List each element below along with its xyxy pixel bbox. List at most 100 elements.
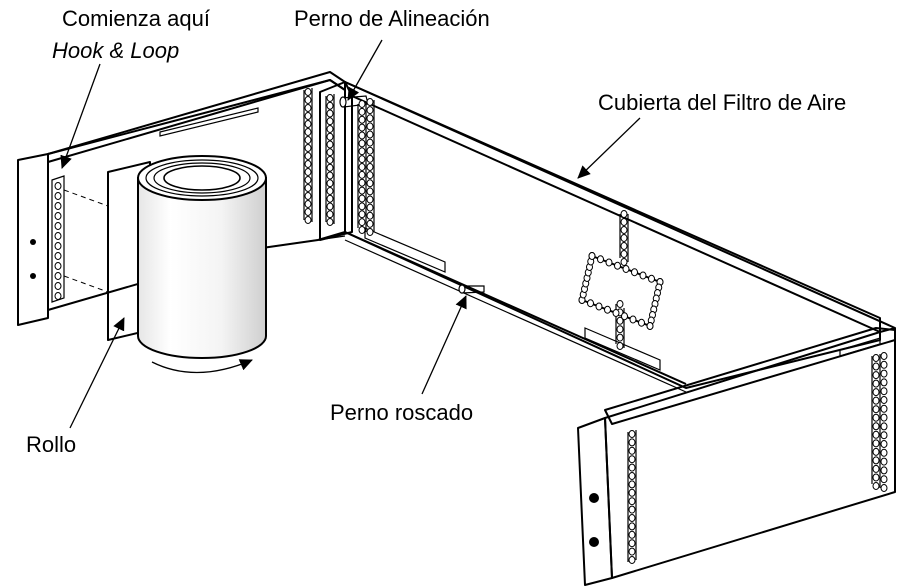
perforation-hole	[587, 299, 594, 308]
perforation-hole	[366, 219, 374, 228]
perforation-hole	[620, 234, 628, 242]
perforation-hole	[304, 96, 312, 104]
back-wall-top-lip	[351, 95, 881, 333]
roll-body	[137, 177, 267, 359]
perforation-hole	[54, 212, 62, 220]
perforation-hole	[304, 168, 312, 176]
perforation-hole	[366, 98, 374, 106]
leader-roll	[69, 317, 125, 429]
perforation-hole	[358, 210, 366, 219]
perforation-hole	[872, 405, 880, 414]
label-alignment-pin: Perno de Alineación	[294, 6, 490, 31]
perforation-hole	[612, 309, 620, 317]
perforation-hole	[620, 250, 628, 258]
perforation-hole	[872, 379, 880, 388]
perforation-hole	[358, 147, 366, 156]
perforation-hole	[872, 388, 880, 397]
perforation-hole	[628, 497, 636, 506]
perforation-hole	[880, 369, 888, 378]
perforation-hole	[366, 138, 374, 147]
perforation-hole	[366, 171, 374, 180]
perforation-hole	[358, 139, 366, 148]
perforation-hole	[880, 422, 888, 431]
label-threaded-pin: Perno roscado	[330, 400, 473, 425]
perforation-hole	[872, 456, 880, 465]
corner-post	[319, 81, 353, 241]
perforation-hole	[358, 170, 366, 179]
label-filter-cover: Cubierta del Filtro de Aire	[598, 90, 846, 115]
perforation-hole	[872, 362, 880, 371]
perforation-hole	[620, 210, 628, 218]
perforation-hole	[358, 186, 366, 195]
perforation-hole	[872, 473, 880, 482]
perforation-hole	[628, 547, 636, 556]
filter-enclosure	[17, 71, 896, 586]
perforation-hole	[358, 123, 366, 132]
right-flange-hole	[589, 493, 599, 503]
perforation-hole	[597, 255, 604, 264]
perforation-hole	[880, 378, 888, 387]
perforation-hole	[304, 128, 312, 136]
perforation-hole	[304, 192, 312, 200]
perforation-hole	[366, 203, 374, 212]
perforation-hole	[326, 194, 334, 203]
perforation-hole	[326, 202, 334, 211]
perforation-hole	[358, 202, 366, 211]
perforation-hole	[326, 132, 334, 141]
perforation-hole	[54, 222, 62, 230]
perforation-hole	[304, 104, 312, 112]
perforation-hole	[872, 396, 880, 405]
perforation-hole	[366, 163, 374, 171]
perforation-hole	[628, 430, 636, 438]
perforation-hole	[326, 117, 334, 126]
rotation-arrow	[151, 359, 253, 374]
perforation-hole	[880, 457, 888, 466]
perforation-hole	[366, 122, 374, 131]
perforation-hole	[358, 107, 366, 116]
perforation-hole	[616, 333, 624, 342]
perforation-hole	[326, 163, 334, 172]
back-wall-bottom-edge	[344, 239, 687, 393]
perforation-hole	[54, 292, 62, 300]
perforation-hole	[326, 218, 334, 226]
leader-threaded-pin	[421, 295, 467, 395]
left-flange-hole	[30, 273, 36, 279]
perforation-hole	[628, 522, 636, 531]
perforation-hole	[880, 396, 888, 404]
perforation-hole	[620, 218, 628, 226]
perforation-hole	[326, 125, 334, 133]
perforation-hole	[358, 226, 366, 234]
perforation-hole	[326, 94, 334, 102]
perforation-hole	[304, 152, 312, 160]
perforation-hole	[880, 431, 888, 440]
perforation-hole	[628, 446, 636, 455]
perforation-hole	[872, 413, 880, 422]
leader-filter-cover	[577, 117, 641, 179]
perforation-hole	[358, 163, 366, 171]
filter-roll	[63, 155, 267, 374]
perforation-hole	[358, 178, 366, 187]
perforation-hole	[366, 187, 374, 196]
perforation-hole	[628, 463, 636, 472]
perforation-hole	[54, 202, 62, 210]
perforation-hole	[628, 505, 636, 514]
perforation-hole	[872, 482, 880, 490]
perforation-hole	[358, 218, 366, 227]
perforation-hole	[616, 316, 624, 325]
perforation-hole	[628, 539, 636, 548]
right-wall-top-lip	[604, 327, 896, 425]
back-wall-top-lip	[344, 81, 896, 329]
left-wall-slot	[159, 107, 259, 137]
perforation-hole	[646, 322, 654, 330]
right-perforation-column	[871, 354, 881, 488]
right-flange	[577, 417, 613, 586]
perforation-hole	[304, 160, 312, 168]
perforation-hole	[628, 438, 636, 447]
perforation-hole	[358, 115, 366, 124]
perforation-hole	[54, 252, 62, 260]
velcro-strip	[51, 175, 65, 303]
perforation-hole	[872, 430, 880, 439]
perforation-hole	[880, 360, 888, 369]
center-perforation-strip	[615, 214, 629, 348]
